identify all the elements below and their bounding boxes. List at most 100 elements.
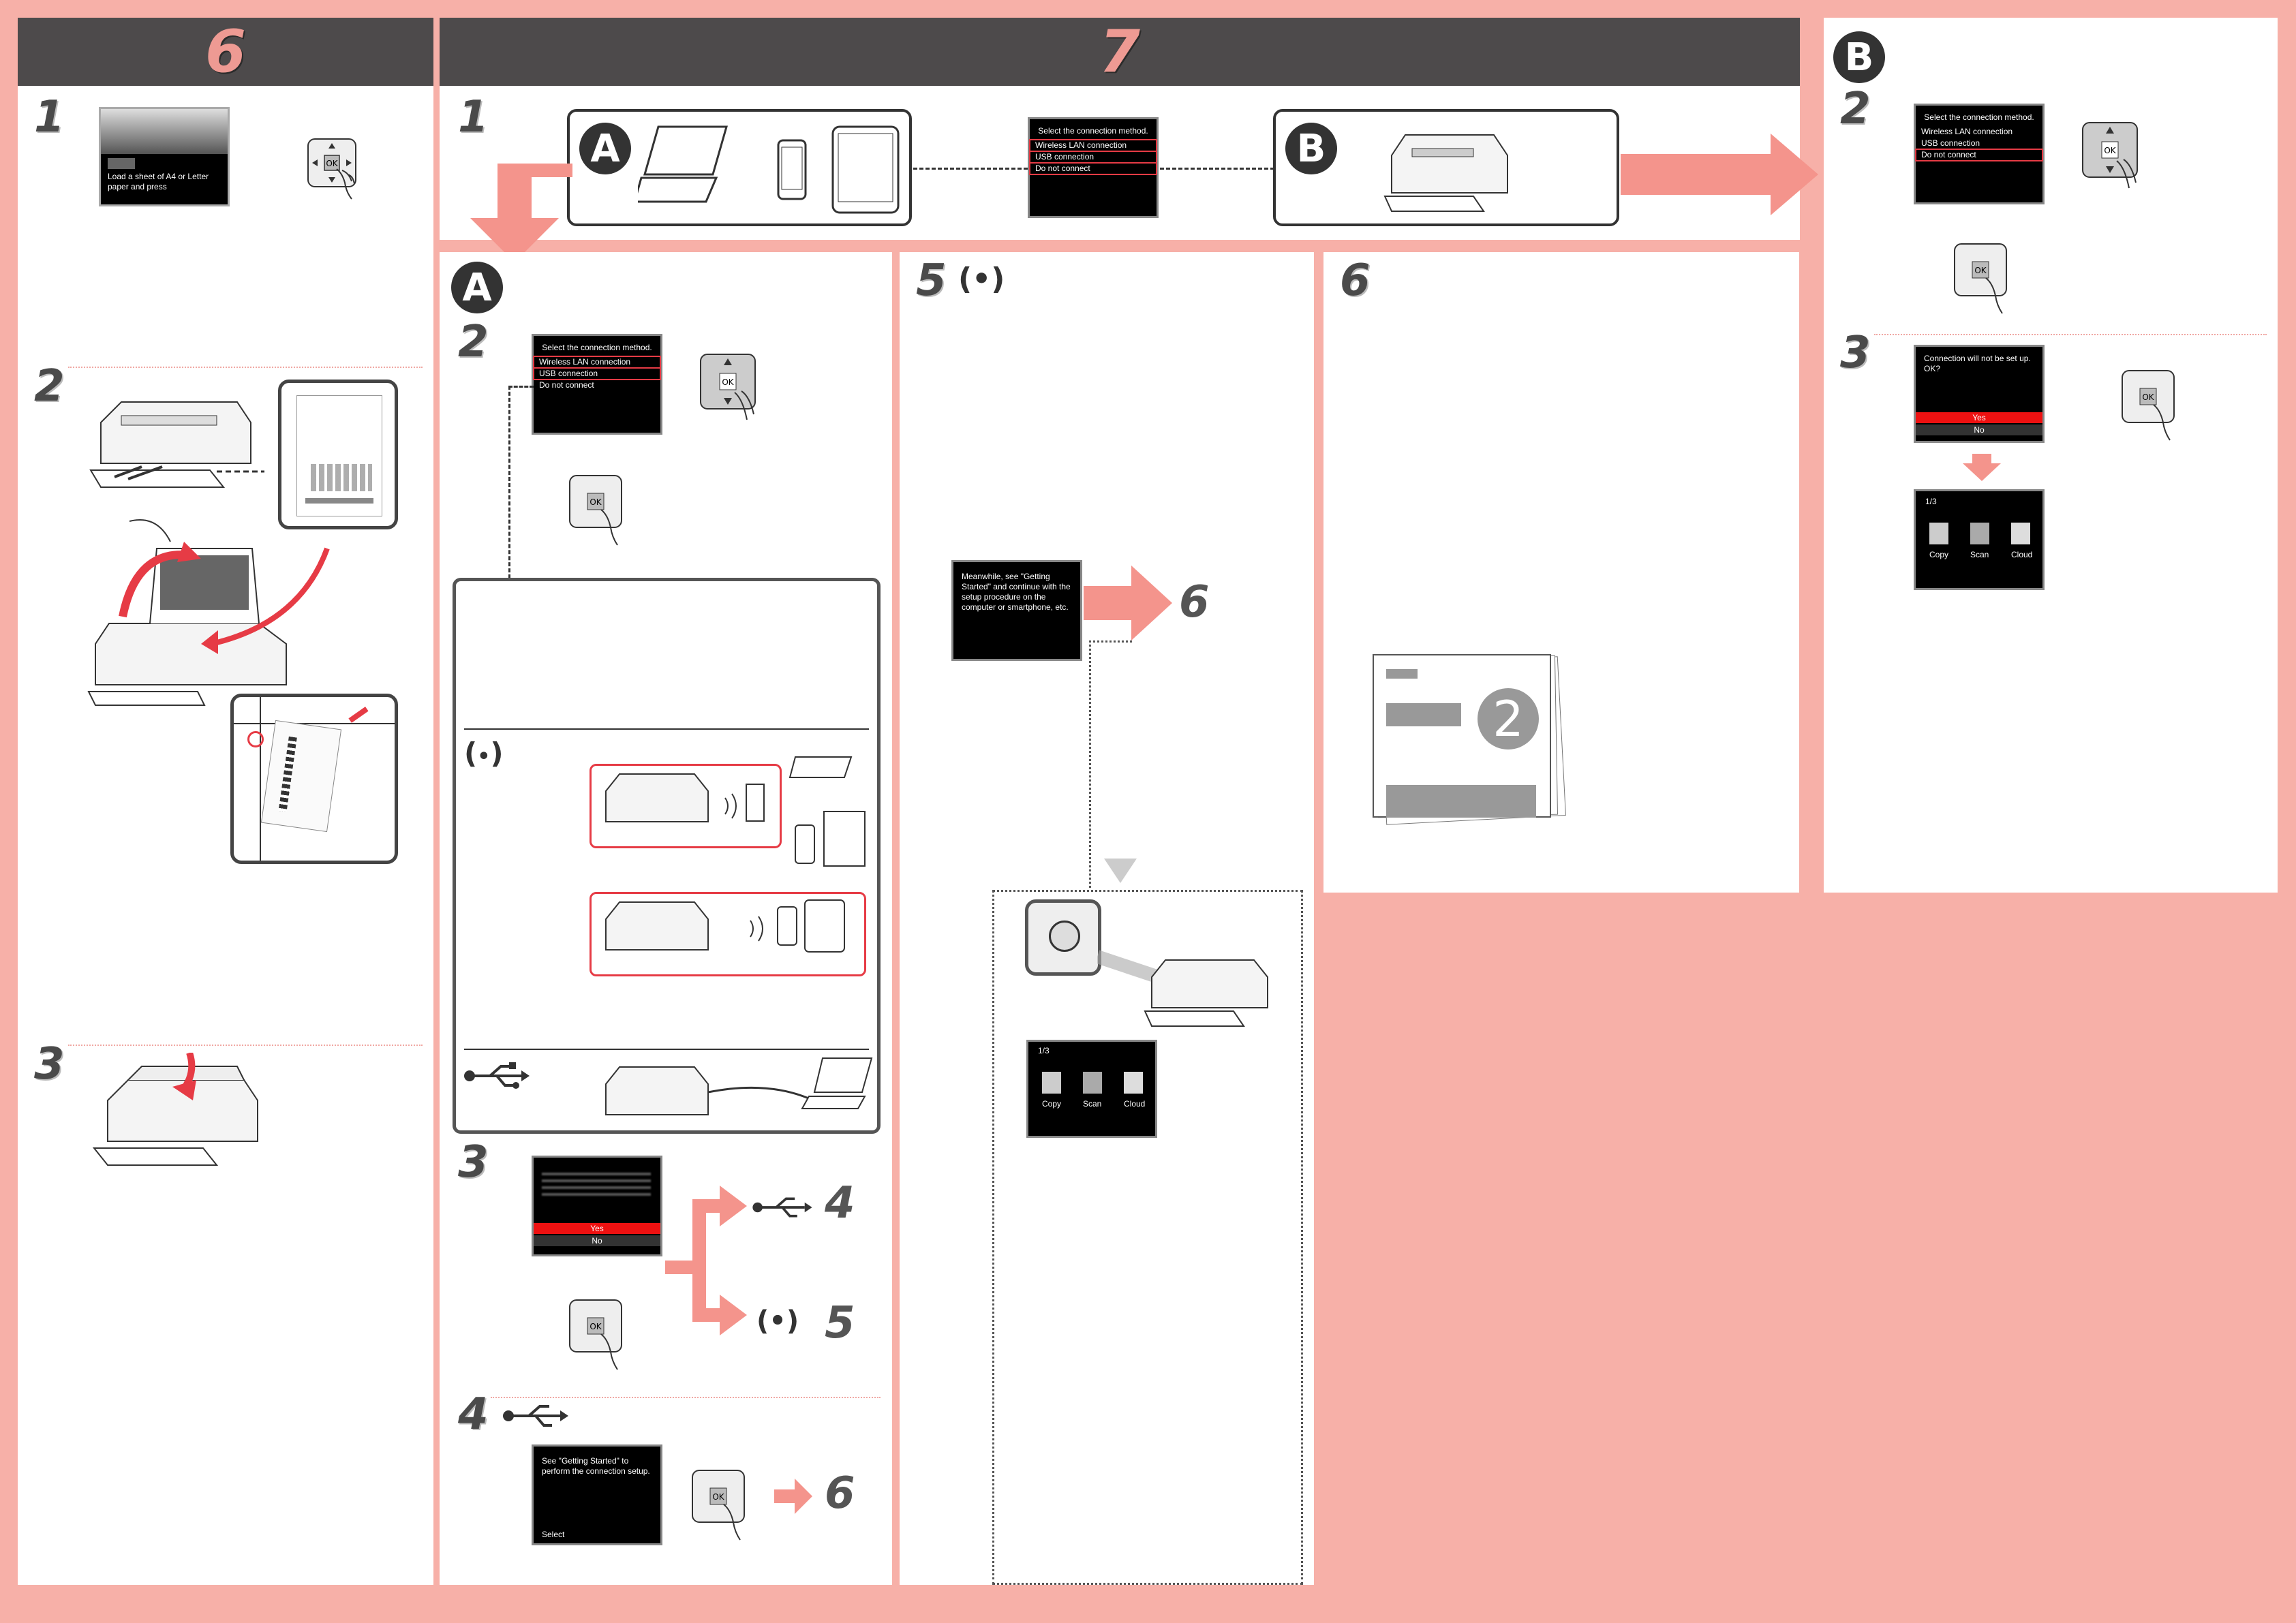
usb-icon-branch (752, 1197, 812, 1218)
getting-started-manual: 2 (1373, 654, 1566, 825)
not-set-up-screen: Connection will not be set up. OK? Yes N… (1914, 345, 2045, 443)
panel5-step: 5 (916, 256, 947, 306)
smartphone-icon (777, 139, 807, 200)
not-set-up-yes[interactable]: Yes (1916, 412, 2042, 423)
ok-press-icon-a4: OK (692, 1470, 745, 1541)
not-set-up-text: Connection will not be set up. OK? (1924, 354, 2031, 373)
home-item-scan-b[interactable]: Scan (1970, 550, 1989, 559)
panelA-step-4: 4 (458, 1389, 489, 1440)
usb-getting-started-text: See "Getting Started" to perform the con… (542, 1456, 650, 1476)
option-a-devices-box: A (567, 109, 912, 226)
link-line-a (508, 386, 534, 578)
conn-option-usb[interactable]: USB connection (1029, 151, 1157, 164)
panel6-step: 6 (1340, 256, 1371, 306)
goto-step-4: 4 (825, 1178, 855, 1228)
printer-icon (1383, 134, 1508, 212)
not-set-up-no[interactable]: No (1916, 424, 2042, 435)
svg-text:OK: OK (722, 377, 734, 387)
confirm-screen-a: Yes No (532, 1156, 662, 1256)
panelA-step-3: 3 (458, 1137, 489, 1188)
confirm-yes[interactable]: Yes (534, 1223, 660, 1234)
svg-text:OK: OK (2142, 392, 2154, 402)
load-sheet-on-glass-illustration (87, 519, 330, 706)
usb-icon (464, 1062, 530, 1089)
conn-option-wireless-a[interactable]: Wireless LAN connection (533, 356, 661, 369)
connection-method-screen-b: Select the connection method. Wireless L… (1914, 104, 2045, 204)
svg-text:OK: OK (712, 1492, 724, 1502)
load-paper-text: Load a sheet of A4 or Letter paper and p… (108, 172, 209, 191)
printer-home-illustration (1097, 950, 1268, 1027)
home-item-cloud-b[interactable]: Cloud (2011, 550, 2033, 559)
usb-select-label: Select (542, 1530, 565, 1539)
link-screen-to-b (1160, 168, 1274, 170)
usb-printer-laptop-illustration (605, 1057, 873, 1115)
sec6-divider-2 (68, 1045, 423, 1046)
svg-text:OK: OK (2104, 146, 2116, 155)
sec6-divider-1 (68, 367, 423, 368)
conn-option-usb-b[interactable]: USB connection (1921, 138, 1980, 148)
ok-press-icon-b2: OK (1954, 243, 2007, 314)
arrow-to-b-panel (1621, 134, 1818, 215)
load-paper-screen: Load a sheet of A4 or Letter paper and p… (99, 107, 230, 206)
panel-a-badge: A (451, 262, 503, 313)
conn-option-wireless[interactable]: Wireless LAN connection (1029, 139, 1157, 152)
wireless-icon-branch: (•) (756, 1305, 799, 1337)
wireless-router-setup (590, 764, 782, 848)
tablet-icon (831, 125, 900, 214)
conn-title-a: Select the connection method. (542, 343, 652, 352)
conn-option-none[interactable]: Do not connect (1029, 162, 1157, 175)
ok-button-press-icon: OK (307, 138, 356, 200)
down-arrow-b (1963, 454, 2001, 481)
wireless-direct-setup (590, 892, 866, 976)
home-button-icon[interactable] (1049, 921, 1080, 952)
option-a-badge: A (579, 123, 631, 174)
laptop-icon (638, 125, 728, 203)
conn-title: Select the connection method. (1038, 126, 1148, 136)
connection-type-info-box: (•) (453, 578, 881, 1134)
home-item-cloud[interactable]: Cloud (1124, 1099, 1146, 1109)
ok-press-icon-b3: OK (2122, 370, 2175, 441)
conn-option-usb-a[interactable]: USB connection (533, 367, 661, 380)
conn-title-b: Select the connection method. (1924, 112, 2034, 122)
home-item-copy[interactable]: Copy (1042, 1099, 1062, 1109)
section-7-header: 7 (440, 18, 1800, 86)
printed-sheet-callout (278, 380, 398, 529)
link-a-to-screen (913, 168, 1028, 170)
router-devices-illustration (605, 756, 866, 953)
panelB-step-3: 3 (1840, 328, 1871, 378)
home-screen-5: 1/3 Copy Scan Cloud (1026, 1040, 1157, 1138)
panelA-divider (491, 1397, 881, 1398)
panelB-step-2: 2 (1840, 84, 1871, 134)
branch-arrows (665, 1186, 747, 1335)
meanwhile-text: Meanwhile, see "Getting Started" and con… (962, 572, 1071, 612)
conn-option-wireless-b[interactable]: Wireless LAN connection (1921, 127, 2013, 136)
home-page-indicator: 1/3 (1038, 1046, 1050, 1055)
dpad-select-icon: OK (700, 354, 756, 420)
goto-step-6-5: 6 (1179, 577, 1210, 628)
section-6-number: 6 (205, 18, 246, 86)
dotted-down-arrow (1089, 640, 1132, 888)
dpad-select-icon-b: OK (2082, 122, 2138, 189)
svg-text:OK: OK (590, 497, 602, 507)
home-item-scan[interactable]: Scan (1083, 1099, 1102, 1109)
manual-number: 2 (1478, 688, 1539, 749)
home-screen-b: 1/3 Copy Scan Cloud (1914, 489, 2045, 590)
goto-step-6-a: 6 (825, 1468, 855, 1519)
arrow-to-6-a (774, 1479, 812, 1514)
option-b-badge: B (1285, 123, 1337, 174)
printer-output-illustration (89, 401, 264, 488)
sec6-step-1: 1 (34, 92, 65, 142)
svg-text:OK: OK (326, 159, 338, 168)
panel-b-badge: B (1833, 31, 1885, 83)
confirm-no[interactable]: No (534, 1235, 660, 1246)
home-item-copy-b[interactable]: Copy (1929, 550, 1949, 559)
dotted-down-arrow-head (1104, 859, 1137, 883)
ok-press-icon-a: OK (569, 475, 622, 546)
conn-option-none-b[interactable]: Do not connect (1915, 149, 2043, 161)
sec6-step-3: 3 (34, 1039, 65, 1089)
section-7-number: 7 (1099, 18, 1140, 86)
sec6-step-2: 2 (34, 361, 65, 412)
conn-option-none-a[interactable]: Do not connect (539, 380, 594, 390)
sec7-step-1: 1 (458, 92, 489, 142)
glass-corner-callout (230, 694, 398, 864)
